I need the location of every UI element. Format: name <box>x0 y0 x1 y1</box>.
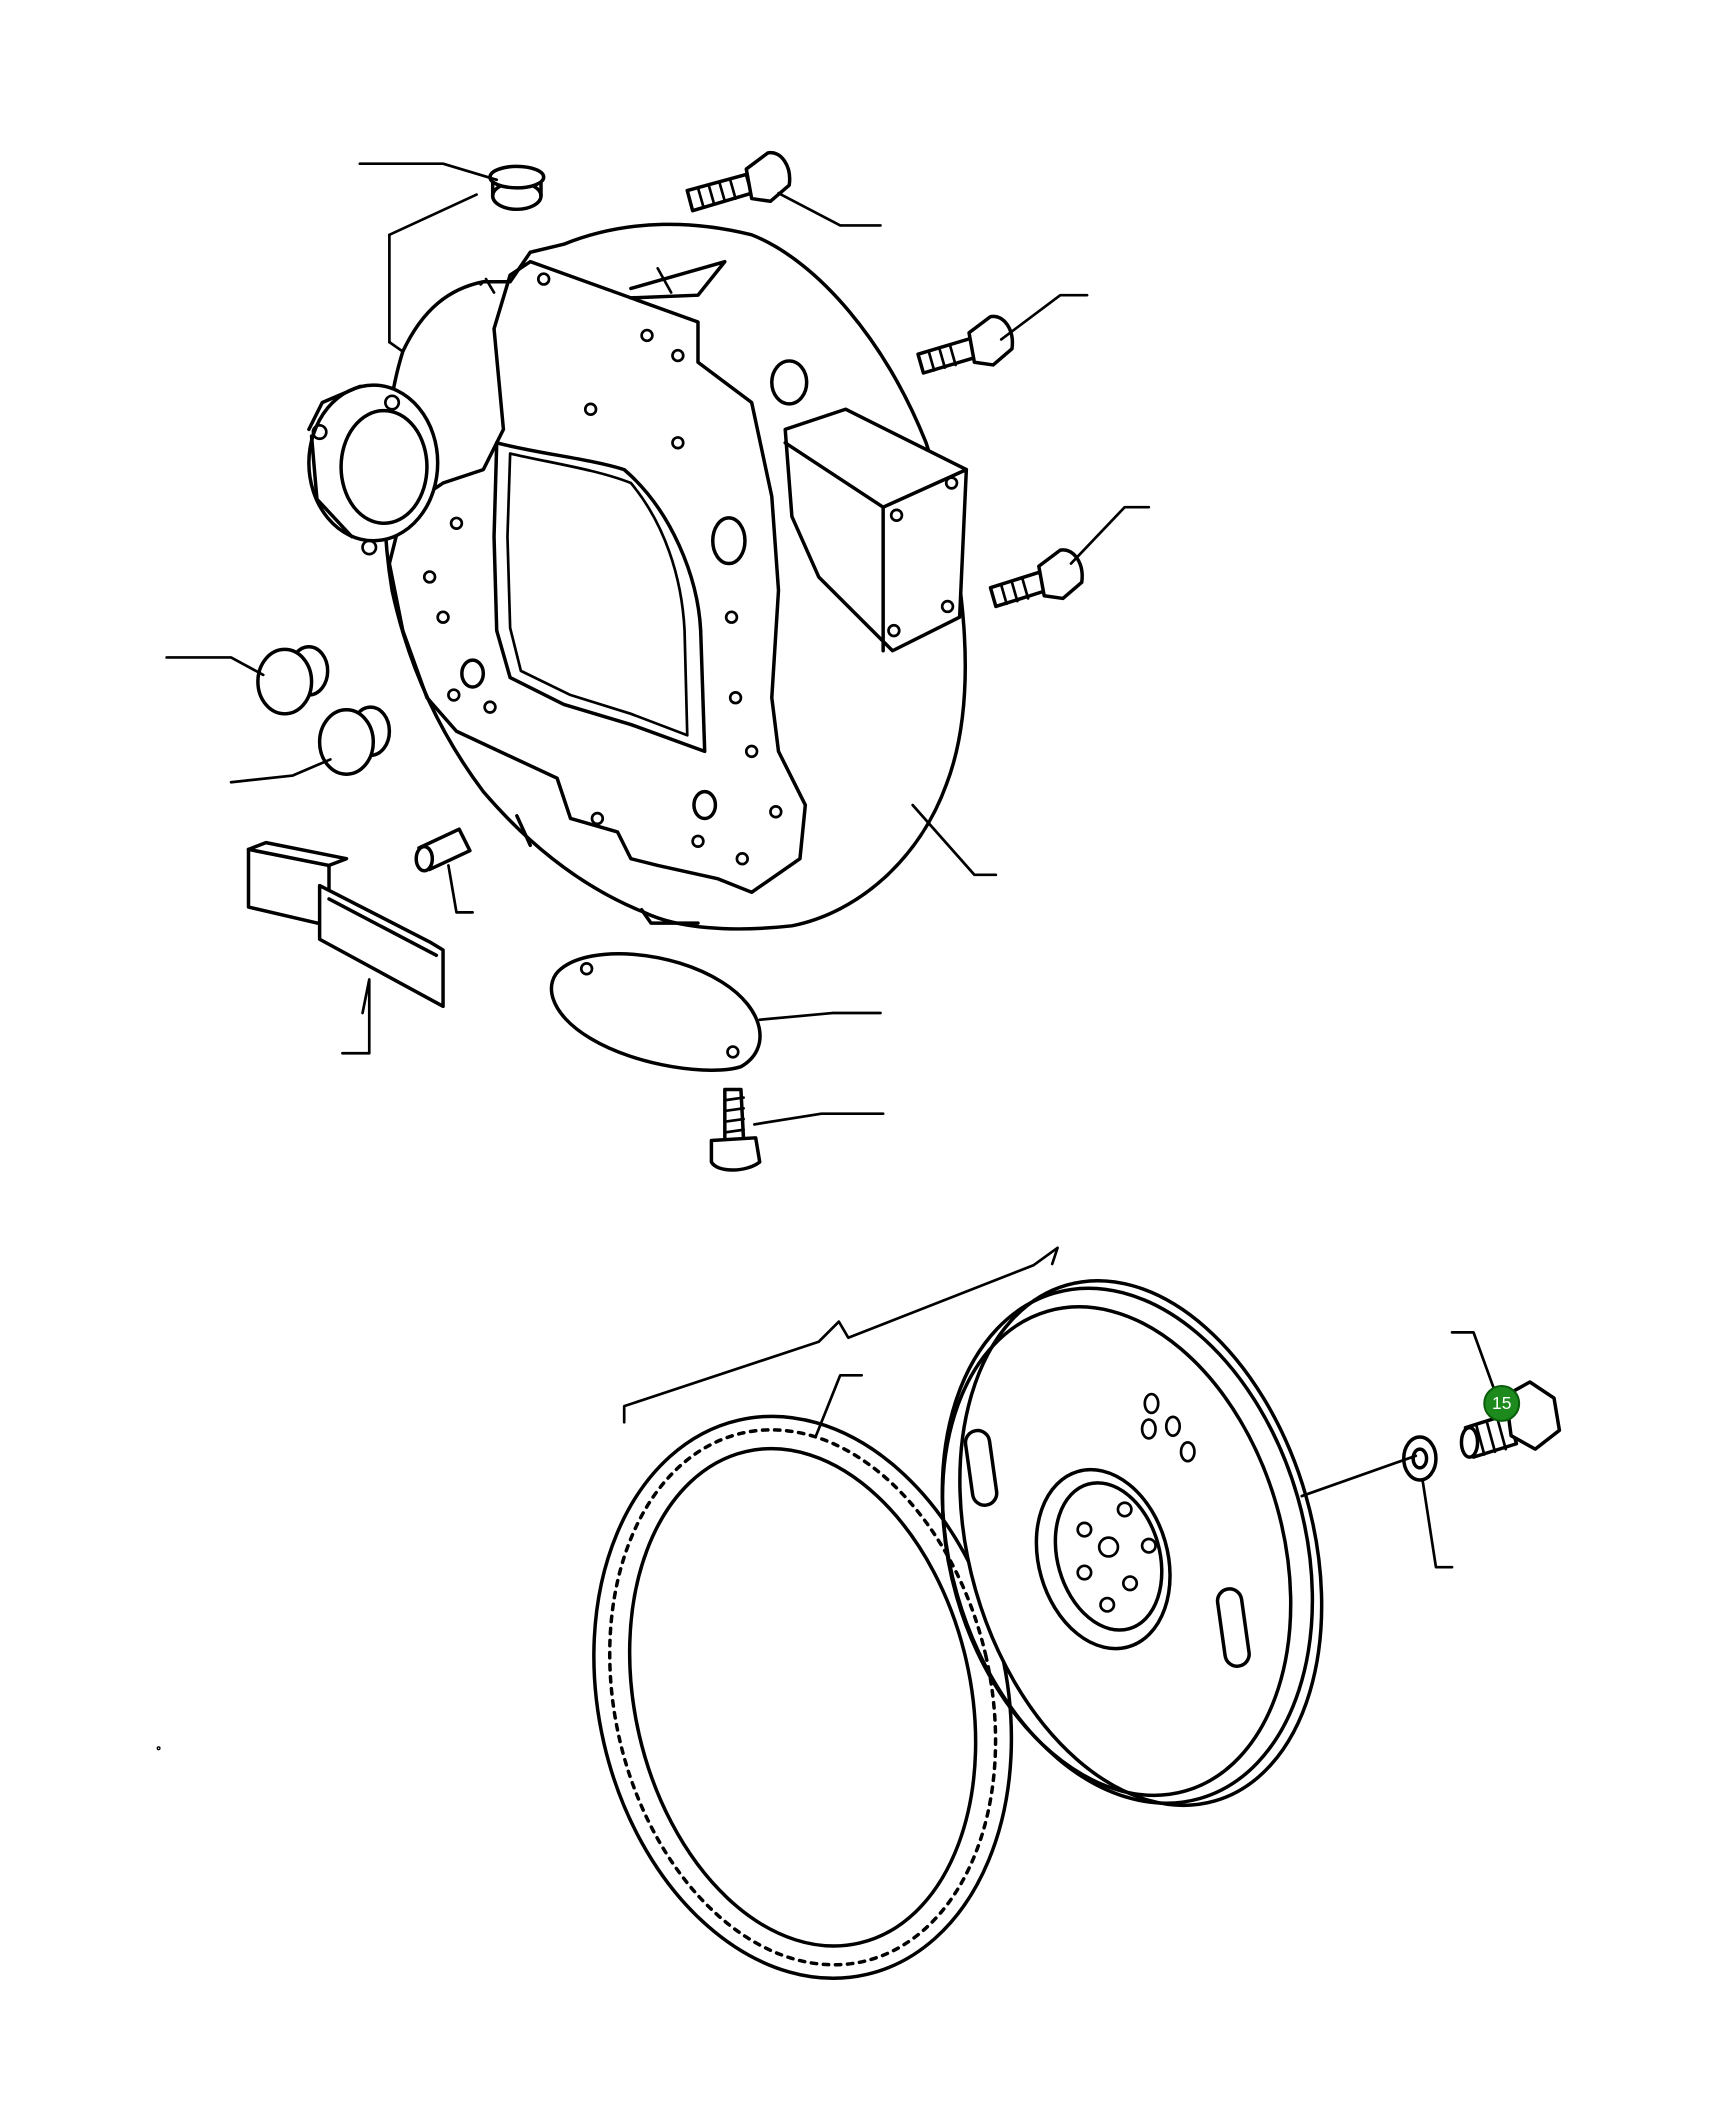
leader-lines-bottom <box>622 1246 1498 1569</box>
cover-plate[interactable] <box>549 952 762 1072</box>
bolt-middle[interactable] <box>916 314 1015 375</box>
leader-lines-top <box>165 162 1151 1126</box>
callout-number: 15 <box>1492 1393 1511 1413</box>
part-callout-15[interactable]: 15 <box>1483 1385 1521 1422</box>
flywheel[interactable] <box>885 1238 1380 1849</box>
breather-plug[interactable] <box>488 164 546 212</box>
seal-strip[interactable] <box>246 840 445 1009</box>
bolt-bottom[interactable] <box>709 1087 762 1172</box>
plug-lower[interactable] <box>317 705 392 776</box>
bolt-upper[interactable] <box>685 151 792 213</box>
flywheel-bolt[interactable] <box>1459 1380 1562 1459</box>
plug-upper[interactable] <box>256 644 330 716</box>
callout-badge[interactable] <box>1483 1385 1521 1422</box>
flywheel-housing[interactable] <box>307 222 969 931</box>
washer[interactable] <box>1402 1435 1438 1482</box>
bolt-lower[interactable] <box>988 548 1084 609</box>
dowel-pin[interactable] <box>414 827 472 873</box>
